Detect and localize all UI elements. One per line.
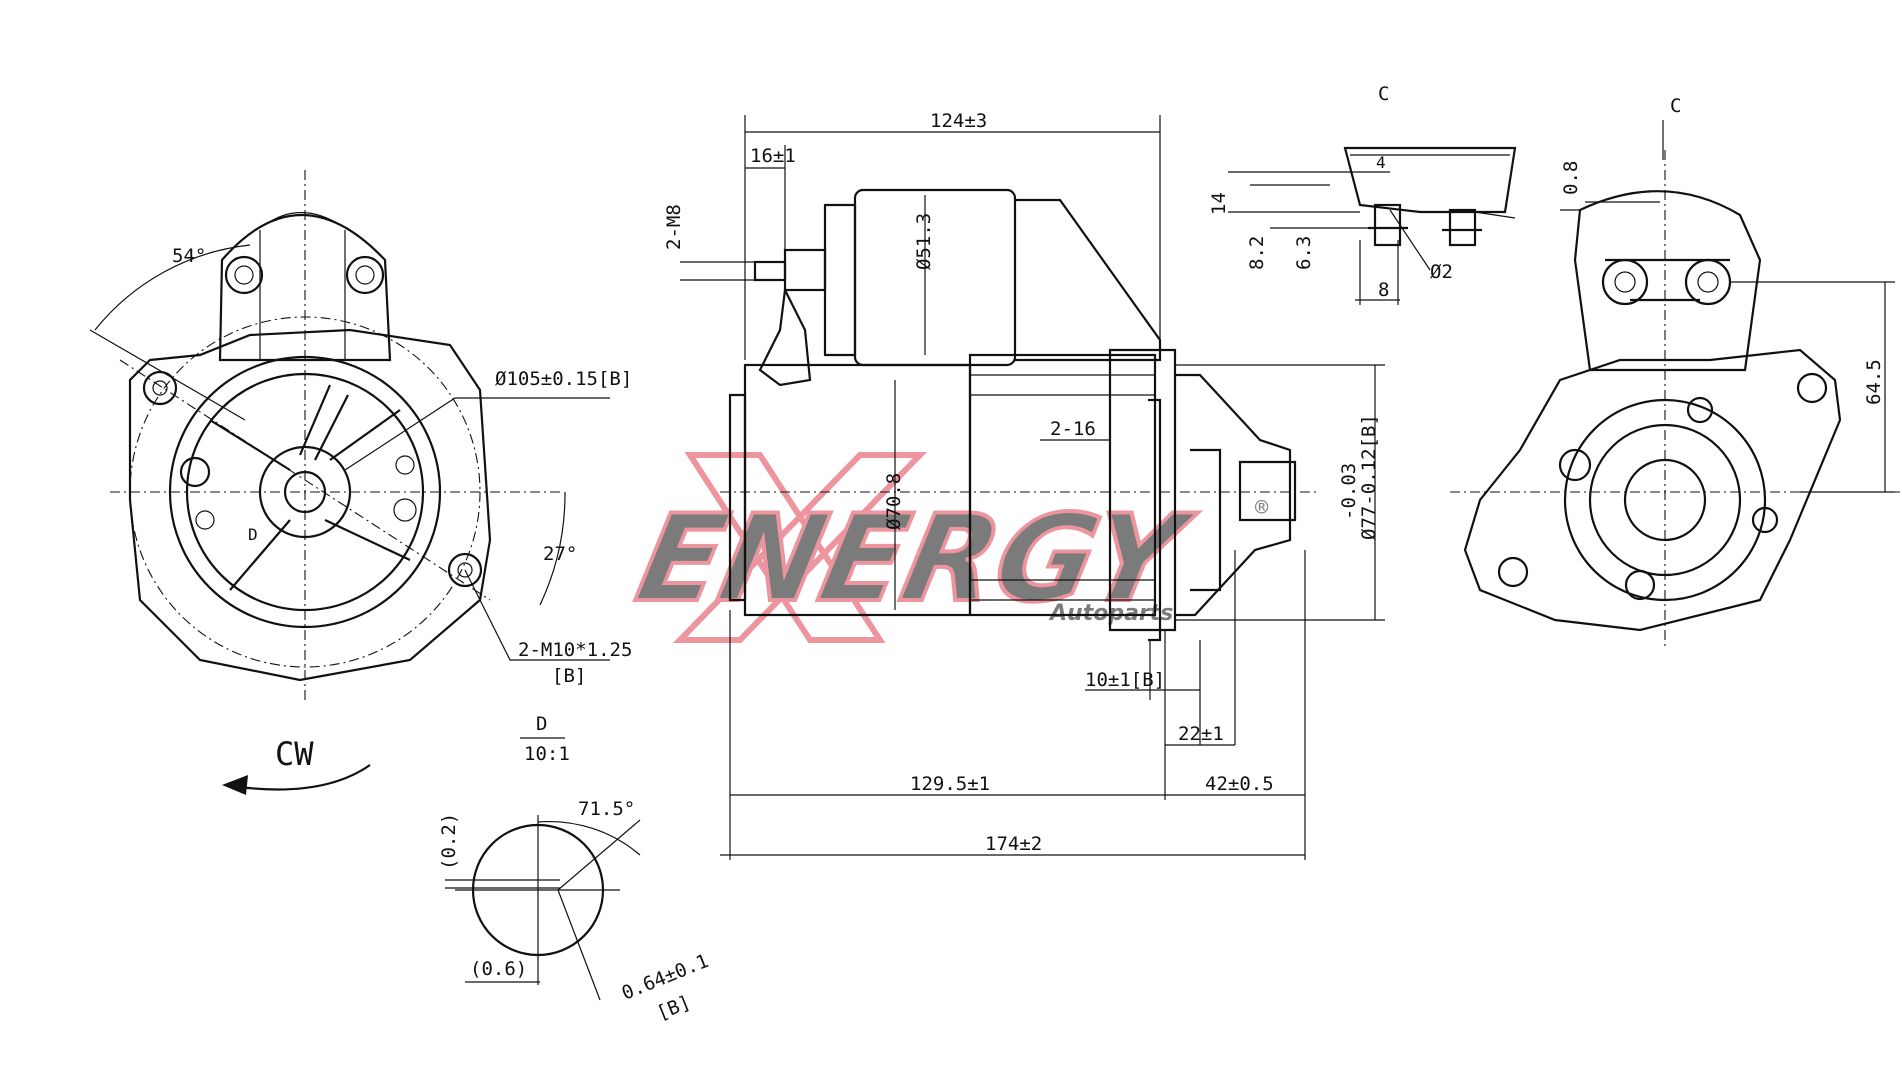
section-dim-63: 6.3 [1293,236,1315,270]
angle-27-label: 27° [543,543,577,565]
dim-10-label: 10±1[B] [1085,669,1165,691]
side-view: 124±3 16±1 2-M8 Ø51.3 Ø70.8 2-16 -0.03 Ø… [663,110,1385,860]
section-dim-82: 8.2 [1246,236,1268,270]
detail-d-marker: D [248,525,258,544]
detail-d-scale: 10:1 [524,743,570,765]
rear-view: C 0.8 64.5 [1450,95,1900,650]
rear-dim-645: 64.5 [1863,359,1885,405]
section-dim-4: 4 [1376,153,1386,172]
bolt-thread-label: 2-M10*1.25 [518,639,632,661]
body-dia-label: Ø70.8 [883,473,905,530]
detail-dim-064-ref: [B] [654,991,694,1024]
detail-d-title: D [536,713,547,735]
dim-42-label: 42±0.5 [1205,773,1274,795]
solenoid-dia-label: Ø51.3 [913,213,935,270]
front-view: 54° 27° Ø105±0.15[B] 2-M10*1.25 [B] D CW [89,170,632,795]
watermark-brand: ENERGY [626,488,1204,628]
pilot-dia-label: Ø77-0.12[B] [1358,414,1380,540]
section-c-label: C [1378,83,1389,105]
diameter-105-label: Ø105±0.15[B] [495,368,632,390]
watermark: ENERGY Autoparts ® [624,452,1269,643]
rotation-label: CW [275,735,314,773]
section-dim-phi2: Ø2 [1430,261,1453,283]
rear-dim-08: 0.8 [1560,161,1582,195]
dim-174-label: 174±2 [985,833,1042,855]
angle-54-label: 54° [172,245,206,267]
section-dim-8: 8 [1378,279,1389,301]
dim-129-label: 129.5±1 [910,773,990,795]
section-dim-14: 14 [1208,192,1230,215]
section-c-view: C 4 14 8.2 6.3 8 Ø2 [1208,83,1517,305]
watermark-reg: ® [1255,496,1269,521]
rear-c-label: C [1670,95,1681,117]
watermark-x-logo [672,452,928,643]
detail-d-view: D 10:1 71.5° (0.2) (0.6) 0.64±0.1 [B] [438,713,712,1025]
bolt-ref-label: [B] [552,665,586,687]
thread-m8-label: 2-M8 [663,204,685,250]
dim-22-label: 22±1 [1178,723,1224,745]
pilot-dia-tol: -0.03 [1338,463,1360,520]
detail-dim-02: (0.2) [438,813,460,870]
hole-2-16-label: 2-16 [1050,418,1096,440]
detail-dim-06: (0.6) [470,958,527,980]
dim-124-label: 124±3 [930,110,987,132]
detail-angle-label: 71.5° [578,798,635,820]
detail-dim-064: 0.64±0.1 [619,950,712,1005]
dim-16-label: 16±1 [750,145,796,167]
